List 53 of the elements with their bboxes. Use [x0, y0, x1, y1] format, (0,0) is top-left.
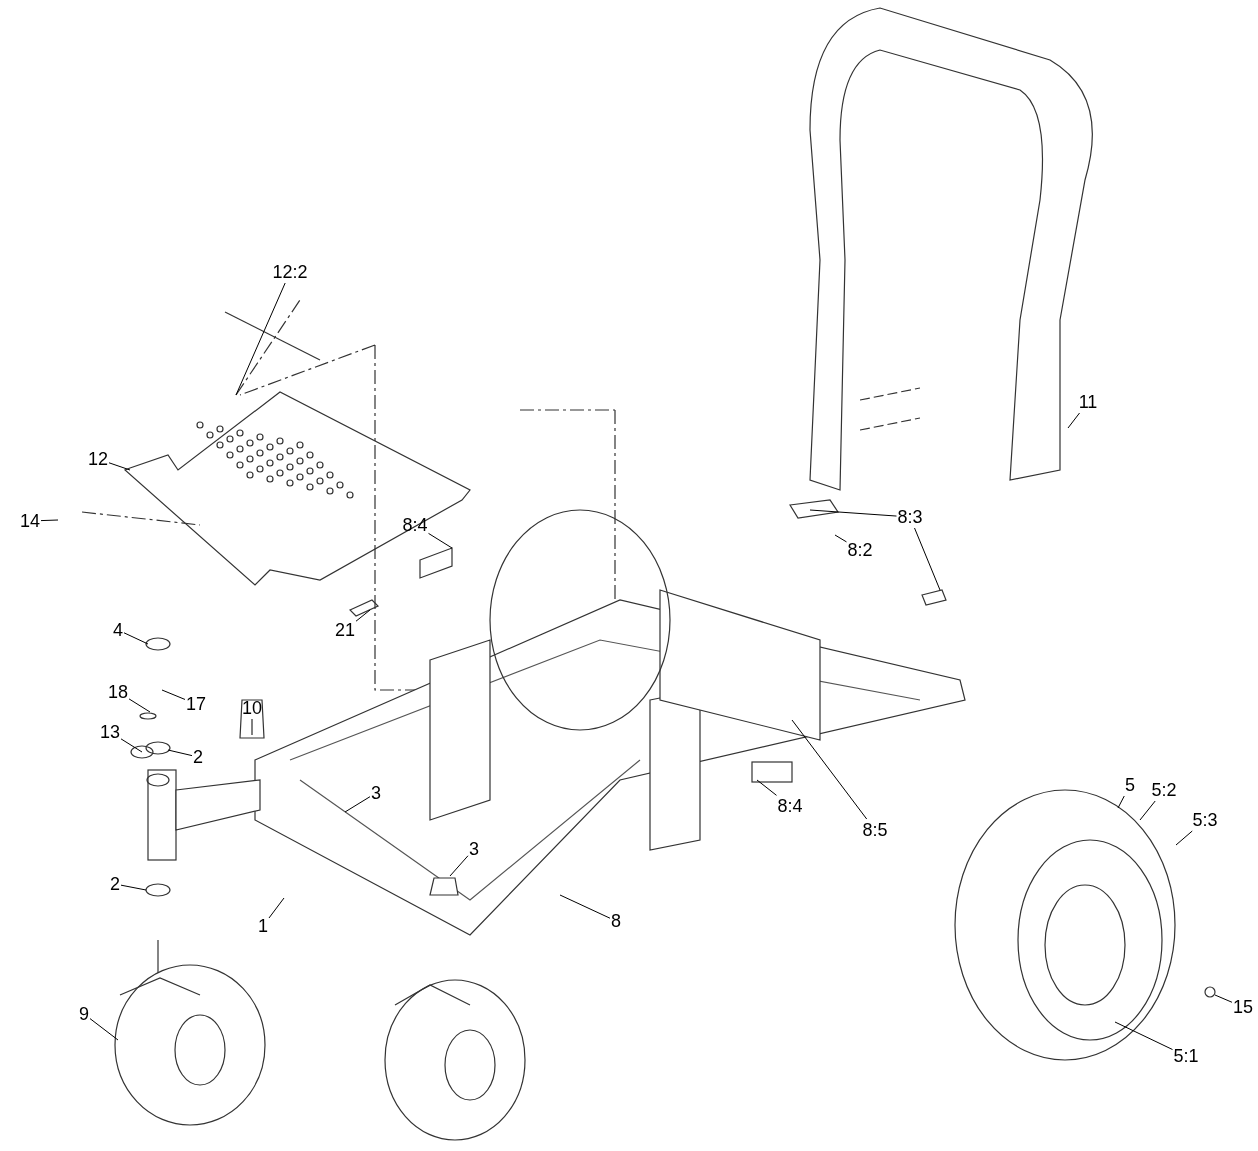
- leader-line: [1139, 800, 1156, 821]
- callout-number: 9: [79, 1004, 89, 1024]
- leader-line: [251, 718, 253, 736]
- leader-line: [235, 282, 286, 396]
- leader-line: [108, 462, 131, 471]
- callout-number: 5:1: [1173, 1046, 1199, 1066]
- leader-line: [1114, 1021, 1173, 1051]
- callout-number: 2: [110, 874, 120, 894]
- leader-line: [167, 749, 193, 757]
- leader-line: [428, 532, 453, 549]
- callout-number: 11: [1078, 392, 1098, 412]
- leader-line: [1214, 994, 1233, 1003]
- leader-line: [161, 689, 186, 700]
- leader-line: [1067, 412, 1081, 429]
- callout-number: 5:2: [1151, 780, 1177, 800]
- leader-line: [355, 609, 371, 622]
- leader-line: [809, 509, 897, 517]
- callout-number: 8:4: [777, 796, 803, 816]
- callout-number: 12:2: [272, 262, 308, 282]
- leader-line: [834, 534, 847, 543]
- leader-line: [123, 632, 149, 645]
- leader-line: [344, 796, 371, 813]
- callout-number: 8:2: [847, 540, 873, 560]
- callout-number: 17: [186, 694, 206, 714]
- callout-number: 21: [335, 620, 355, 640]
- leader-line: [1117, 795, 1125, 809]
- callout-number: 5: [1125, 775, 1135, 795]
- callout-number: 15: [1233, 997, 1253, 1017]
- callout-number: 8:3: [897, 507, 923, 527]
- leader-line: [1175, 830, 1193, 846]
- callout-number: 18: [108, 682, 128, 702]
- leader-line: [559, 894, 611, 919]
- leader-line: [914, 527, 941, 591]
- leader-line: [128, 698, 151, 713]
- leader-line: [120, 738, 143, 753]
- callout-number: 8: [611, 911, 621, 931]
- callout-number: 5:3: [1192, 810, 1218, 830]
- callout-number: 3: [469, 839, 479, 859]
- leader-line: [791, 719, 868, 820]
- callout-number: 12: [88, 449, 108, 469]
- callout-number: 4: [113, 620, 123, 640]
- leader-line: [120, 884, 147, 891]
- callout-number: 14: [20, 511, 40, 531]
- leader-line: [268, 897, 285, 919]
- callout-number: 8:5: [862, 820, 888, 840]
- leader-line: [756, 779, 777, 796]
- leader-line: [449, 855, 469, 877]
- callout-number: 13: [100, 722, 120, 742]
- callout-number: 1: [258, 916, 268, 936]
- callout-number: 3: [371, 783, 381, 803]
- leader-line: [89, 1018, 119, 1041]
- callout-number: 2: [193, 747, 203, 767]
- leader-line: [40, 519, 59, 522]
